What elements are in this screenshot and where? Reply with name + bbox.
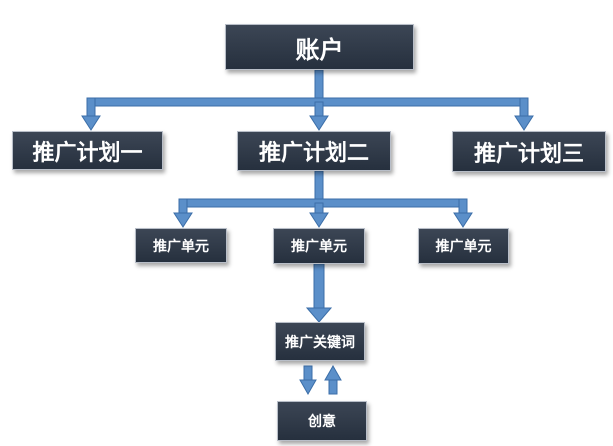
unit-box-right: 推广单元 (418, 228, 509, 264)
unit-arrow-left (173, 212, 193, 228)
down-arrow (299, 379, 317, 396)
up-arrow (324, 364, 342, 381)
plan-bar (86, 97, 529, 107)
unit-arrow-center (309, 212, 329, 228)
account-box: 账户 (225, 24, 414, 70)
unit-trunk (314, 170, 324, 204)
unit-arrow-right (453, 212, 473, 228)
plan-arrow-center (309, 115, 329, 131)
root-trunk (314, 69, 324, 103)
plan-drop-left (86, 97, 96, 119)
plan-one-box: 推广计划一 (12, 131, 163, 170)
plan-drop-right (519, 97, 529, 119)
keyword-arrow (305, 307, 333, 323)
creative-box: 创意 (277, 401, 367, 441)
unit-box-left: 推广单元 (135, 228, 227, 263)
keyword-stem (313, 263, 325, 311)
plan-three-box: 推广计划三 (452, 131, 606, 172)
plan-arrow-right (514, 115, 534, 131)
plan-two-box: 推广计划二 (237, 131, 391, 171)
unit-box-center: 推广单元 (273, 228, 365, 264)
keyword-box: 推广关键词 (275, 322, 365, 361)
plan-arrow-left (81, 115, 101, 131)
